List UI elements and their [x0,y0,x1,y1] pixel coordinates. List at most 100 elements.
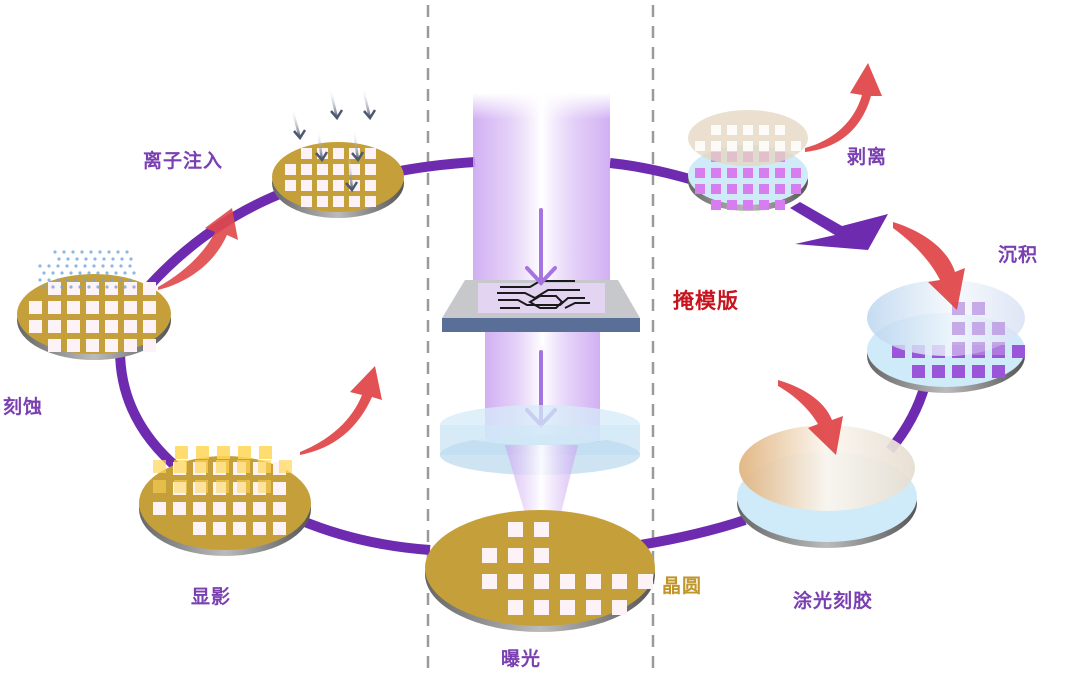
mask-plate [442,280,640,332]
plasma-dot [96,285,100,289]
die-square [301,164,312,175]
die-square [86,320,99,333]
plasma-dot [60,271,64,275]
die-square [365,180,376,191]
plasma-dot [65,264,69,268]
die-square [333,148,344,159]
die-square [285,164,296,175]
plasma-dot [114,285,118,289]
plasma-dot [65,278,69,282]
step-label-develop: 显影 [191,586,232,608]
plasma-dot [75,257,79,261]
etch-plasma-dots [38,250,136,289]
plasma-dot [92,278,96,282]
die-square [233,522,246,535]
die-square [233,502,246,515]
die-square [333,164,344,175]
die-square [279,460,292,473]
die-square [952,322,965,335]
plasma-dot [87,271,91,275]
die-square [48,301,61,314]
die-square [238,446,251,459]
plasma-dot [120,257,124,261]
die-square [612,600,627,615]
step-label-strip: 剥离 [847,146,888,168]
die-square [727,184,737,194]
die-square [258,460,271,473]
die-square [301,180,312,191]
die-square [775,168,785,178]
die-square [972,302,985,315]
die-square [759,141,769,151]
step-label-coat: 涂光刻胶 [793,590,874,612]
step-label-expose: 曝光 [501,648,542,670]
plasma-dot [83,278,87,282]
die-square [213,502,226,515]
plasma-dot [105,271,109,275]
die-square [759,125,769,135]
die-square [196,446,209,459]
path-deposit-to-coat [886,383,930,454]
process-arrows [158,63,965,455]
die-square [482,548,497,563]
plasma-dot [119,264,123,268]
plasma-dot [111,257,115,261]
die-square [727,168,737,178]
plasma-dot [38,264,42,268]
die-square [29,320,42,333]
plasma-dot [53,250,57,254]
wafer-resist-coat [737,425,917,548]
process-arrow-etch-to-implant [158,208,238,290]
plasma-dot [74,264,78,268]
die-square [743,125,753,135]
die-square [534,522,549,537]
die-square [508,548,523,563]
die-square [508,574,523,589]
die-square [259,446,272,459]
die-square [743,184,753,194]
plasma-dot [62,250,66,254]
die-square [143,320,156,333]
die-square [992,342,1005,355]
die-square [365,148,376,159]
plasma-dot [123,271,127,275]
plasma-dot [129,257,133,261]
die-square [534,574,549,589]
plasma-dot [42,285,46,289]
die-square [237,460,250,473]
plasma-dot [56,278,60,282]
die-square [301,148,312,159]
ion-arrow [328,87,344,121]
path-strip-to-deposit-arrow [790,202,888,250]
die-square [743,200,753,210]
die-square [1012,345,1025,358]
die-square [124,320,137,333]
plasma-dot [56,264,60,268]
plasma-dot [116,250,120,254]
die-square [349,164,360,175]
die-square [775,125,785,135]
plasma-dot [84,257,88,261]
die-square [992,322,1005,335]
die-square [105,282,118,295]
die-square [534,600,549,615]
wafer-etch [17,274,171,360]
die-square [175,446,188,459]
die-square [560,574,575,589]
die-square [29,301,42,314]
die-square [86,339,99,352]
die-square [912,365,925,378]
die-square [48,320,61,333]
plasma-dot [78,271,82,275]
die-square [317,196,328,207]
die-square [560,600,575,615]
plasma-dot [132,271,136,275]
ion-implant-arrows [290,87,377,193]
ion-arrow [351,129,365,163]
plasma-dot [66,257,70,261]
die-square [173,502,186,515]
die-square [508,600,523,615]
plasma-dot [80,250,84,254]
die-square [174,480,187,493]
